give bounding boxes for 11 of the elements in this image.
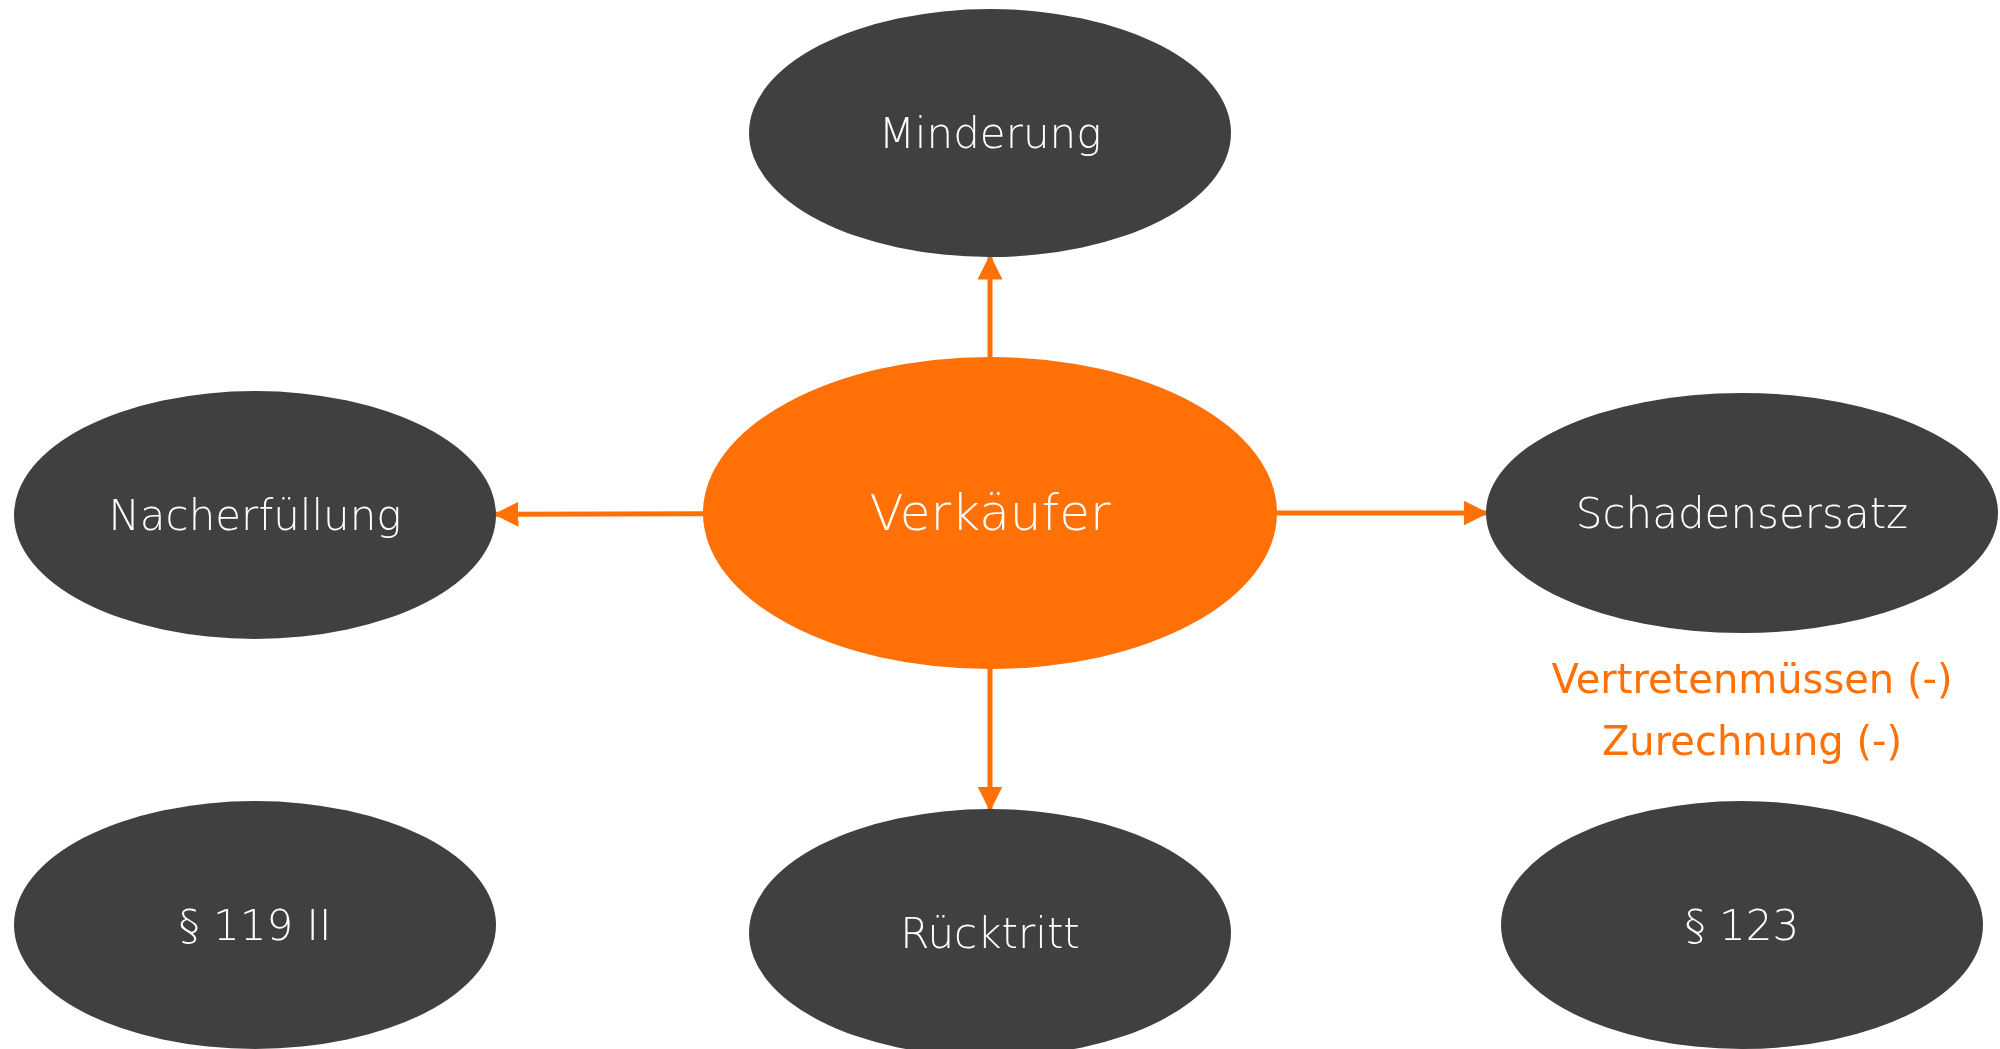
arrow bbox=[977, 254, 1003, 357]
node-label: Rücktritt bbox=[900, 908, 1080, 958]
arrow bbox=[977, 669, 1003, 812]
node-note: Vertretenmüssen (-) bbox=[1551, 656, 1953, 702]
node-label: Nacherfüllung bbox=[108, 490, 402, 540]
node-label: Schadensersatz bbox=[1575, 488, 1909, 538]
node-label: Verkäufer bbox=[869, 484, 1111, 542]
node-label: Minderung bbox=[878, 108, 1102, 158]
node-label: § 123 bbox=[1684, 900, 1800, 950]
node-note: Zurechnung (-) bbox=[1601, 718, 1903, 764]
node-label: § 119 II bbox=[178, 900, 332, 950]
